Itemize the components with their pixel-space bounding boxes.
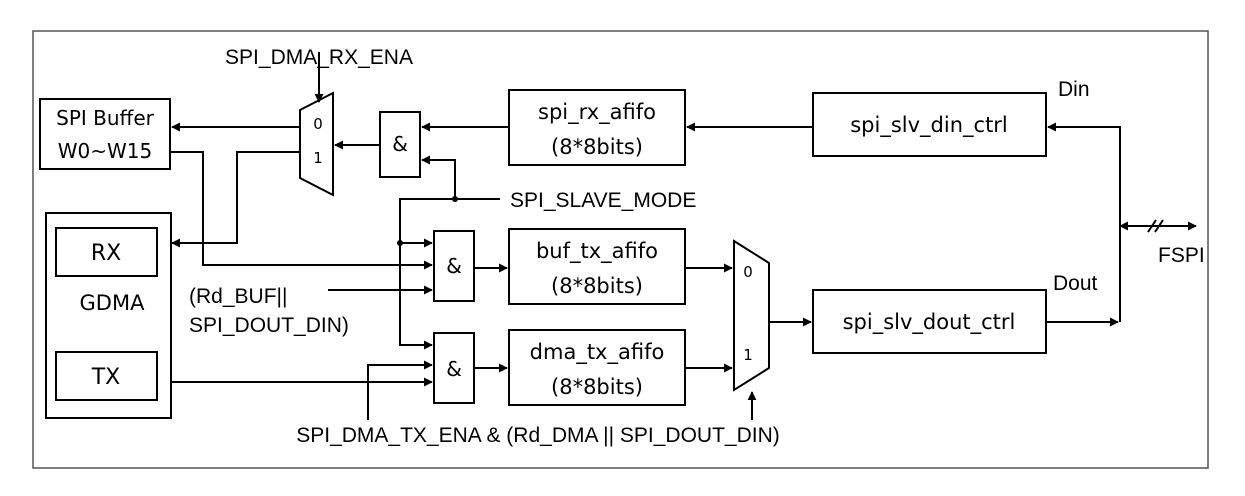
buf-tx-afifo-size: (8*8bits) xyxy=(551,274,643,298)
rx-mux: 0 1 xyxy=(299,91,334,197)
dma-and-symbol: & xyxy=(446,357,462,381)
diagram-frame xyxy=(32,30,1209,469)
wires xyxy=(170,52,1197,420)
spi-dma-rx-ena-label: SPI_DMA_RX_ENA xyxy=(225,46,413,69)
tx-mux-input-0: 0 xyxy=(743,263,753,281)
buf-tx-afifo-label: buf_tx_afifo xyxy=(536,239,658,264)
rx-and-gate: & xyxy=(379,111,421,178)
buf-and-gate: & xyxy=(433,230,475,302)
gdma-tx-label: TX xyxy=(91,365,121,390)
spi-slv-din-ctrl-label: spi_slv_din_ctrl xyxy=(850,113,1008,138)
rd-buf-condition-label: (Rd_BUF|| xyxy=(189,285,287,308)
gdma-label: GDMA xyxy=(80,291,146,315)
dma-tx-afifo-size: (8*8bits) xyxy=(551,375,643,399)
spi-slave-mode-label: SPI_SLAVE_MODE xyxy=(510,189,696,212)
junction-dot xyxy=(452,196,458,202)
spi-rx-afifo-block: spi_rx_afifo (8*8bits) xyxy=(508,89,686,166)
dma-tx-afifo-block: dma_tx_afifo (8*8bits) xyxy=(508,329,686,406)
spi-buffer-label: SPI Buffer xyxy=(56,106,154,130)
tx-mux-input-1: 1 xyxy=(743,346,753,364)
gdma-tx-port xyxy=(55,351,158,401)
spi-dma-tx-ena-label: SPI_DMA_TX_ENA & (Rd_DMA || SPI_DOUT_DIN… xyxy=(296,424,780,447)
spi-slv-dout-ctrl-label: spi_slv_dout_ctrl xyxy=(843,310,1016,335)
gdma-block: RX GDMA TX xyxy=(45,212,172,419)
rx-mux-input-0: 0 xyxy=(313,115,323,133)
spi-rx-afifo-size: (8*8bits) xyxy=(551,135,643,159)
gdma-rx-port xyxy=(55,227,158,277)
spi-dout-din-condition-label: SPI_DOUT_DIN) xyxy=(189,314,349,337)
rx-and-symbol: & xyxy=(392,132,408,156)
spi-buffer-block: SPI Buffer W0~W15 xyxy=(39,98,171,170)
rx-mux-input-1: 1 xyxy=(313,149,323,167)
tx-mux: 0 1 xyxy=(733,239,770,392)
gdma-rx-label: RX xyxy=(91,241,121,266)
dout-label: Dout xyxy=(1053,272,1098,295)
dma-and-gate: & xyxy=(433,332,475,404)
spi-slv-dout-ctrl-block: spi_slv_dout_ctrl xyxy=(812,289,1047,354)
junction-dot xyxy=(397,240,403,246)
din-label: Din xyxy=(1058,78,1090,101)
dma-tx-afifo-label: dma_tx_afifo xyxy=(530,340,665,365)
spi-buffer-range-label: W0~W15 xyxy=(58,139,152,163)
spi-slv-din-ctrl-block: spi_slv_din_ctrl xyxy=(812,92,1047,157)
fspi-label: FSPI xyxy=(1158,244,1205,267)
buf-and-symbol: & xyxy=(446,254,462,278)
spi-rx-afifo-label: spi_rx_afifo xyxy=(538,100,656,125)
buf-tx-afifo-block: buf_tx_afifo (8*8bits) xyxy=(508,228,686,305)
